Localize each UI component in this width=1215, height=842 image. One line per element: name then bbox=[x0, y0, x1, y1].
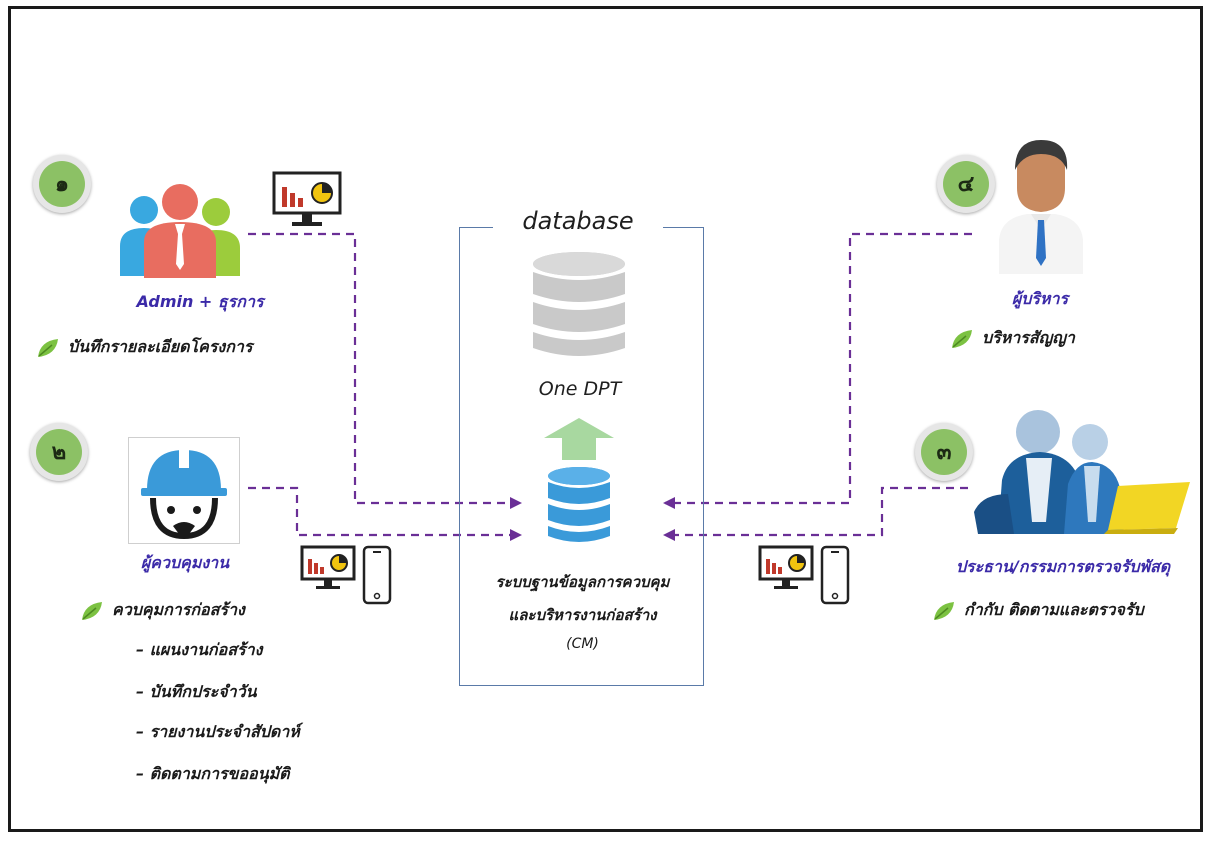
users-group-icon bbox=[120, 184, 240, 278]
smartphone-icon bbox=[362, 545, 392, 605]
monitor-chart-icon bbox=[272, 171, 342, 226]
cm-system-line1: ระบบฐานข้อมูลการควบคุม bbox=[495, 573, 670, 591]
leaf-icon bbox=[934, 601, 954, 620]
one-dpt-label: One DPT bbox=[538, 378, 622, 400]
task-admin: บันทึกรายละเอียดโครงการ bbox=[36, 335, 253, 360]
cm-system-line3: (CM) bbox=[566, 636, 599, 652]
arrow-admin-to-db bbox=[248, 232, 522, 509]
engineer-helmet-icon bbox=[141, 446, 227, 540]
cm-database-icon bbox=[548, 467, 610, 542]
leaf-icon bbox=[952, 329, 972, 348]
executive-person-icon bbox=[999, 140, 1083, 274]
arrow-executive-to-db bbox=[663, 232, 972, 509]
badge-2: ๒ bbox=[30, 423, 88, 481]
subtask-weekly: – รายงานประจำสัปดาห์ bbox=[136, 722, 300, 741]
leaf-icon bbox=[82, 601, 102, 620]
diagram-frame bbox=[8, 6, 1203, 832]
role-executive: ผู้บริหาร bbox=[1011, 289, 1069, 308]
database-title: database bbox=[493, 207, 663, 235]
up-arrow-icon bbox=[544, 418, 614, 460]
task-supervisor: ควบคุมการก่อสร้าง bbox=[80, 598, 245, 623]
inspectors-icon bbox=[974, 410, 1190, 534]
task-admin-text: บันทึกรายละเอียดโครงการ bbox=[68, 337, 253, 356]
task-supervisor-text: ควบคุมการก่อสร้าง bbox=[112, 600, 245, 619]
monitor-chart-icon bbox=[300, 545, 356, 589]
role-supervisor: ผู้ควบคุมงาน bbox=[140, 553, 230, 572]
cm-system-line2: และบริหารงานก่อสร้าง bbox=[508, 606, 657, 624]
task-executive: บริหารสัญญา bbox=[950, 326, 1075, 351]
task-inspector: กำกับ ติดตามและตรวจรับ bbox=[932, 598, 1144, 623]
badge-1: ๑ bbox=[33, 155, 91, 213]
smartphone-icon bbox=[820, 545, 850, 605]
arrow-supervisor-to-db bbox=[248, 486, 522, 541]
badge-3: ๓ bbox=[915, 423, 973, 481]
badge-4: ๔ bbox=[937, 155, 995, 213]
subtask-daily: – บันทึกประจำวัน bbox=[136, 682, 257, 701]
role-admin: Admin + ธุรการ bbox=[136, 292, 264, 311]
engineer-avatar bbox=[128, 437, 240, 544]
role-inspector: ประธาน/กรรมการตรวจรับพัสดุ bbox=[955, 557, 1171, 576]
arrow-inspector-to-db bbox=[663, 486, 968, 541]
database-icon bbox=[533, 252, 625, 356]
subtask-plan: – แผนงานก่อสร้าง bbox=[136, 640, 263, 659]
subtask-approval: – ติดตามการขออนุมัติ bbox=[136, 764, 290, 783]
task-inspector-text: กำกับ ติดตามและตรวจรับ bbox=[964, 600, 1144, 619]
task-executive-text: บริหารสัญญา bbox=[982, 328, 1075, 347]
monitor-chart-icon bbox=[758, 545, 814, 589]
leaf-icon bbox=[38, 338, 58, 357]
